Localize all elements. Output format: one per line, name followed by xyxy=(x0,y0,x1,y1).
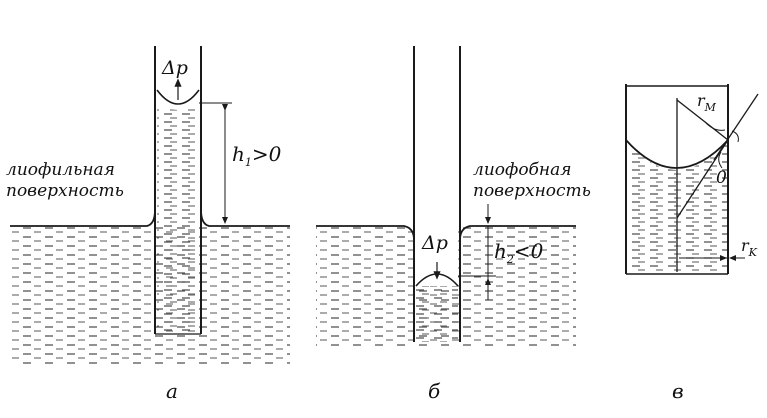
surface-label-a-line1: лиофильная xyxy=(6,160,115,180)
caption-c: в xyxy=(672,379,684,403)
panel-b: Δp h2<0 лиофобная поверхность б xyxy=(316,46,591,403)
caption-a: а xyxy=(166,379,178,403)
normal-line-c xyxy=(676,139,729,219)
height-label-a: h1>0 xyxy=(232,142,282,169)
panel-c: rM 0 rK в xyxy=(625,84,759,403)
capillary-radius-label: rK xyxy=(741,236,758,259)
caption-b: б xyxy=(428,379,441,403)
surface-label-b-line2: поверхность xyxy=(473,181,591,201)
meniscus-a xyxy=(157,92,199,110)
height-label-b: h2<0 xyxy=(494,239,544,266)
surface-line-a xyxy=(10,209,290,227)
surface-label-b-line1: лиофобная xyxy=(473,160,572,180)
meniscus-radius-c xyxy=(676,99,729,141)
theta-label: 0 xyxy=(716,168,727,188)
meniscus-radius-label: rM xyxy=(697,91,717,114)
tangent-line-c xyxy=(713,93,759,161)
delta-p-label-a: Δp xyxy=(161,57,188,79)
reservoir-liquid-a xyxy=(10,226,290,366)
panel-a: Δp h1>0 лиофильная поверхность а xyxy=(6,46,290,403)
surface-label-a-line2: поверхность xyxy=(6,181,124,201)
delta-p-label-b: Δp xyxy=(421,232,448,254)
capillary-liquid-a xyxy=(157,104,199,332)
